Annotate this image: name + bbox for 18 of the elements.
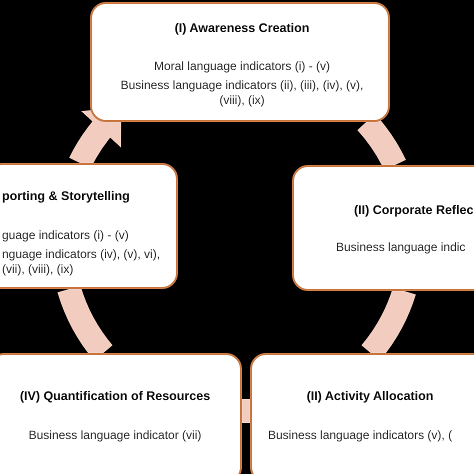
stage-title: (IV) Quantification of Resources (18, 389, 212, 403)
indicator-text: guage indicators (i) - (v) (2, 228, 129, 243)
stage-box (0, 353, 242, 474)
indicator-text: Business language indicators (v), ( (268, 428, 452, 443)
stage-box (292, 165, 474, 291)
stage-title: (II) Activity Allocation (306, 389, 434, 403)
indicator-text: Business language indicators (ii), (iii), (iv), (v), (viii), (ix) (120, 78, 364, 108)
stage-box (0, 163, 178, 289)
stage-title: porting & Storytelling (2, 189, 130, 203)
indicator-text: Business language indic (336, 240, 466, 255)
stage-box (250, 353, 474, 474)
cycle-band (242, 399, 250, 423)
indicator-text: Moral language indicators (i) - (v) (152, 59, 332, 74)
indicator-text: Business language indicator (vii) (28, 428, 202, 443)
indicator-text: nguage indicators (iv), (v), vi), (vii), (viii), (ix) (2, 247, 162, 277)
stage-title: (II) Corporate Reflec (354, 203, 474, 217)
stage-box (90, 2, 390, 122)
stage-title: (I) Awareness Creation (174, 21, 310, 35)
